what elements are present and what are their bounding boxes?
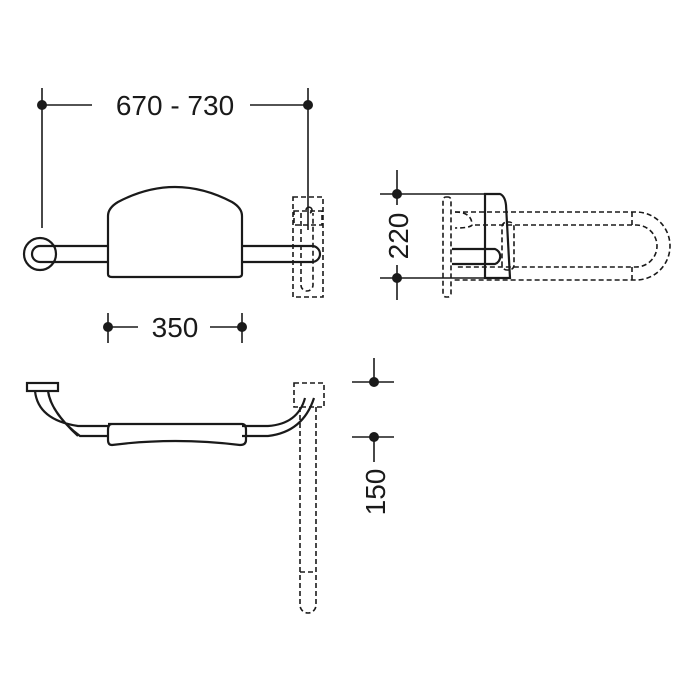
backrest-hidden	[501, 221, 515, 271]
wall-rosette	[22, 236, 58, 272]
rail-left	[30, 244, 108, 264]
folded-rail-outer	[452, 211, 671, 281]
rail-bend-left	[33, 390, 108, 438]
wall-plate-side	[442, 196, 452, 298]
wall-plate-hidden	[292, 196, 324, 298]
dimension-backrest-width: 350	[103, 312, 247, 343]
rosette-hidden	[454, 211, 473, 229]
hinge-housing-hidden	[293, 382, 325, 408]
bracket-body	[483, 192, 512, 280]
arm-stub	[452, 247, 502, 266]
top-view: 670 - 730 350	[22, 88, 324, 343]
wall-flange	[25, 381, 60, 393]
side-view-folded: 220	[380, 170, 671, 300]
front-view: 150	[25, 358, 394, 614]
dimension-height: 220	[380, 170, 485, 300]
pivot-icon	[305, 206, 313, 214]
hinge-arm-hidden	[300, 213, 314, 292]
folded-arm-hidden	[299, 407, 317, 614]
dimension-label-offset: 150	[360, 469, 391, 516]
dimension-label-backrest: 350	[152, 312, 199, 343]
dimension-overall-length: 670 - 730	[37, 88, 313, 230]
dimension-label-height: 220	[383, 213, 414, 260]
rail-bend-right	[242, 397, 316, 438]
backrest-pad	[106, 185, 244, 279]
folded-rail-inner	[455, 224, 658, 268]
dimension-label-overall: 670 - 730	[116, 90, 234, 121]
hinge-hidden	[293, 210, 323, 226]
rail-right	[242, 244, 322, 264]
backrest-pad-front	[106, 422, 248, 447]
dimension-offset: 150	[352, 358, 394, 515]
